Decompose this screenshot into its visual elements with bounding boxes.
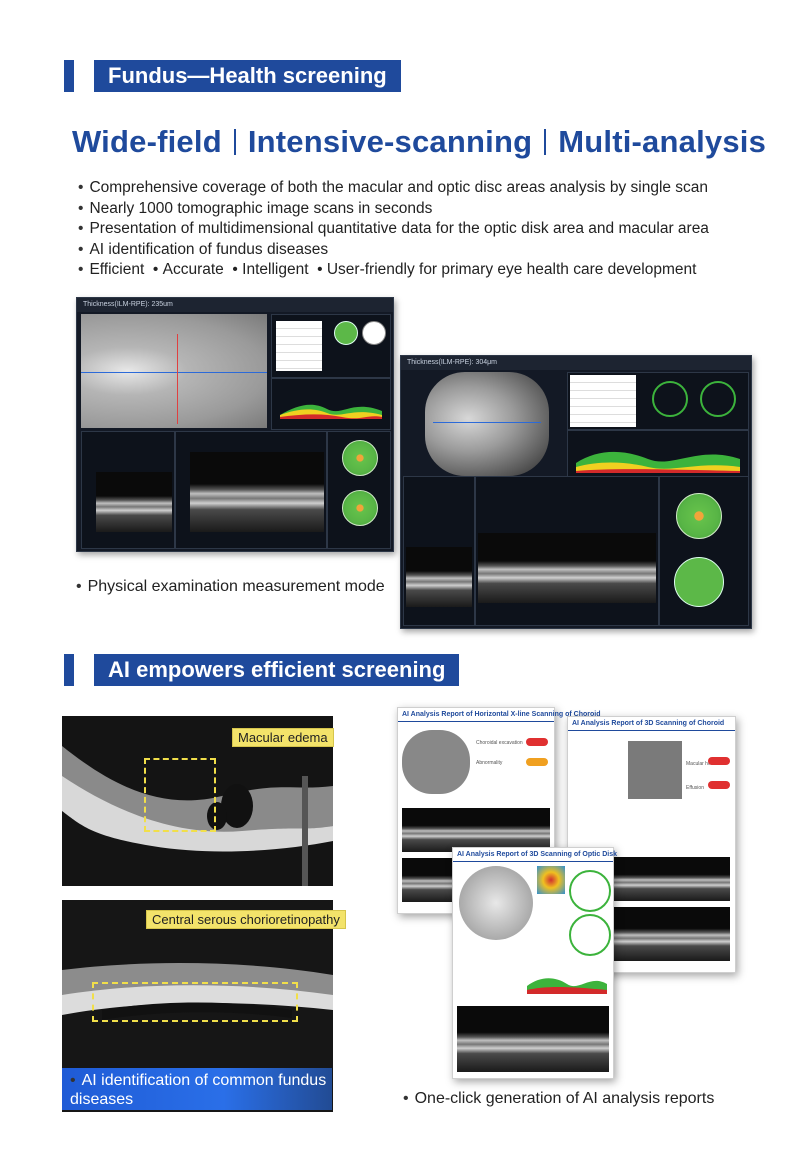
oct-panel-left [403,476,475,626]
headline-part-3: Multi-analysis [558,124,767,159]
etdrs-panel [659,476,749,626]
report-oct [402,808,550,852]
fundus-image [81,314,267,428]
screen-topbar: Thickness(ILM-RPE): 304μm [401,356,751,370]
scan-line [81,372,267,373]
etdrs-panel [327,431,391,549]
oct-scan [190,452,324,532]
feature-item: Presentation of multidimensional quantit… [78,219,709,240]
caption-ai-reports: One-click generation of AI analysis repo… [403,1090,714,1108]
oct-panel-center [475,476,659,626]
headline: Wide-field Intensive-scanning Multi-analys… [72,124,766,160]
metrics-panel [271,314,391,378]
ai-identification-banner: AI identification of common fundus disea… [62,1068,332,1110]
headline-separator [544,129,547,155]
metrics-table [276,321,322,371]
etdrs-grid [676,493,722,539]
thickness-profile [271,378,391,430]
report-fundus [628,741,682,799]
headline-part-2: Intensive-scanning [247,124,533,159]
caption-text: Physical examination measurement mode [87,578,385,595]
feature-item: Nearly 1000 tomographic image scans in s… [78,199,709,220]
risk-pill [708,781,730,789]
etdrs-grid [342,440,378,476]
report-title: AI Analysis Report of 3D Scanning of Cho… [568,717,735,731]
oct-scan [478,533,656,603]
section-title-fundus: Fundus—Health screening [94,60,401,92]
report-title: AI Analysis Report of 3D Scanning of Opt… [453,848,617,862]
section-marker [64,60,74,92]
software-screenshot-1: Thickness(ILM-RPE): 235um [76,297,394,552]
thickness-profile [567,430,749,482]
feature-item: Comprehensive coverage of both the macul… [78,178,709,199]
report-thickness-profile [525,968,609,1000]
sector-chart-white [362,321,386,345]
metrics-panel [567,372,749,431]
report-heatmap [537,866,565,894]
tag-macular-edema: Macular edema [232,728,334,747]
headline-separator [233,129,236,155]
oct-panel-center [175,431,327,549]
report-oct [612,857,730,901]
section-title-ai: AI empowers efficient screening [94,654,460,686]
software-screenshot-2: Thickness(ILM-RPE): 304μm [400,355,752,629]
oct-scan [96,472,172,532]
screen-topbar: Thickness(ILM-RPE): 235um [77,298,393,312]
scan-line [433,422,541,423]
rnfl-quadrant-chart [700,381,736,417]
lesion-box [144,758,216,832]
sector-chart [334,321,358,345]
risk-pill [526,758,548,766]
thickness-curve [527,978,607,994]
headline-part-1: Wide-field [72,124,222,159]
fundus-image [425,372,549,476]
caption-physical-exam: Physical examination measurement mode [76,578,385,596]
risk-pill [708,757,730,765]
rnfl-quadrant-chart [569,914,611,956]
rnfl-chart [569,870,611,912]
rnfl-chart [652,381,688,417]
thickness-curve [280,404,382,419]
section-marker [64,654,74,686]
report-optic-disk: AI Analysis Report of 3D Scanning of Opt… [452,847,617,1079]
feature-list: Comprehensive coverage of both the macul… [78,178,709,281]
report-row-label: Abnormality [476,760,503,766]
banner-text: AI identification of common fundus disea… [70,1072,327,1108]
report-title: AI Analysis Report of Horizontal X-line … [398,708,600,722]
scan-line-vertical [177,334,178,424]
feature-item: AI identification of fundus diseases [78,240,709,261]
oct-scan [406,547,472,607]
report-fundus [459,866,533,940]
lesion-box [92,982,298,1022]
report-row-label: Macular hole [686,761,715,767]
metrics-table [570,375,636,431]
oct-image-macular-edema: Macular edema [62,716,334,886]
thickness-curve [576,451,740,473]
report-fundus [402,730,470,794]
etdrs-grid [342,490,378,526]
oct-panel-left [81,431,175,549]
report-row-label: Choroidal excavation [476,740,523,746]
tag-csc: Central serous chorioretinopathy [146,910,346,929]
report-row-label: Effusion [686,785,704,791]
feature-item: Efficient • Accurate • Intelligent • Use… [78,260,709,281]
ganglion-grid [674,557,724,607]
report-oct [457,1006,609,1072]
risk-pill [526,738,548,746]
report-oct [612,907,730,961]
caption-text: One-click generation of AI analysis repo… [414,1090,715,1107]
